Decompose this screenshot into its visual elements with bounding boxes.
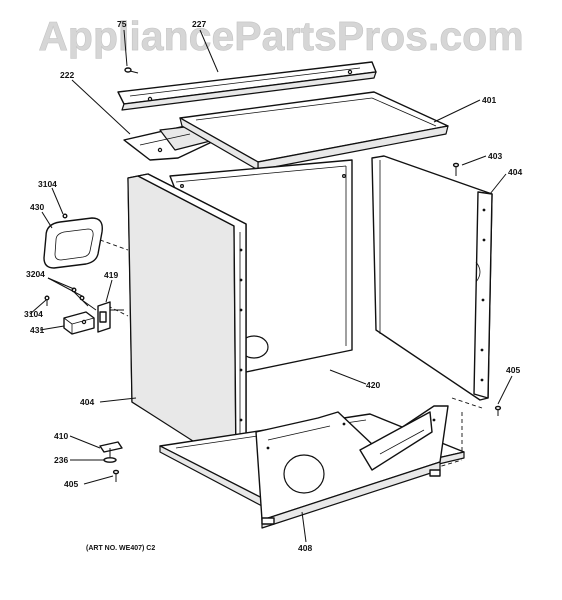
callout-420: 420 [366,380,380,390]
bracket-430-part [43,217,103,269]
top-cover-part [179,91,449,171]
screw-405-right [494,405,502,416]
front-base-panel-408 [255,405,449,529]
callout-430: 430 [30,202,44,212]
callout-222: 222 [60,70,74,80]
callout-236: 236 [54,455,68,465]
leader-lines [29,29,513,543]
callout-431: 431 [30,325,44,335]
callout-labels: 75 227 222 401 403 404 3104 430 3204 419… [24,19,522,553]
callout-410: 410 [54,431,68,441]
alignment-lines [99,239,483,477]
callout-405-left: 405 [64,479,78,489]
callout-3104-bottom: 3104 [24,309,43,319]
art-number: (ART NO. WE407) C2 [86,545,155,552]
watermark: AppliancePartsPros.com [38,13,524,60]
screw-405-left [112,469,120,482]
callout-3204: 3204 [26,269,45,279]
right-side-panel [371,155,493,401]
callout-3104-top: 3104 [38,179,57,189]
bracket-419-part [97,301,124,333]
callout-227: 227 [192,19,206,29]
callout-408: 408 [298,543,312,553]
screw-403 [452,162,460,176]
callout-419: 419 [104,270,118,280]
callout-405-right: 405 [506,365,520,375]
left-side-panel [127,173,247,467]
callout-401: 401 [482,95,496,105]
watermark-text: AppliancePartsPros.com [38,13,523,59]
callout-75: 75 [117,19,127,29]
screw-75 [124,67,139,74]
callout-404-left: 404 [80,397,94,407]
callout-404-right: 404 [508,167,522,177]
callout-403: 403 [488,151,502,161]
top-rail-part [117,61,377,111]
leveling-leg-410 [99,441,123,463]
block-431-part [63,311,95,335]
